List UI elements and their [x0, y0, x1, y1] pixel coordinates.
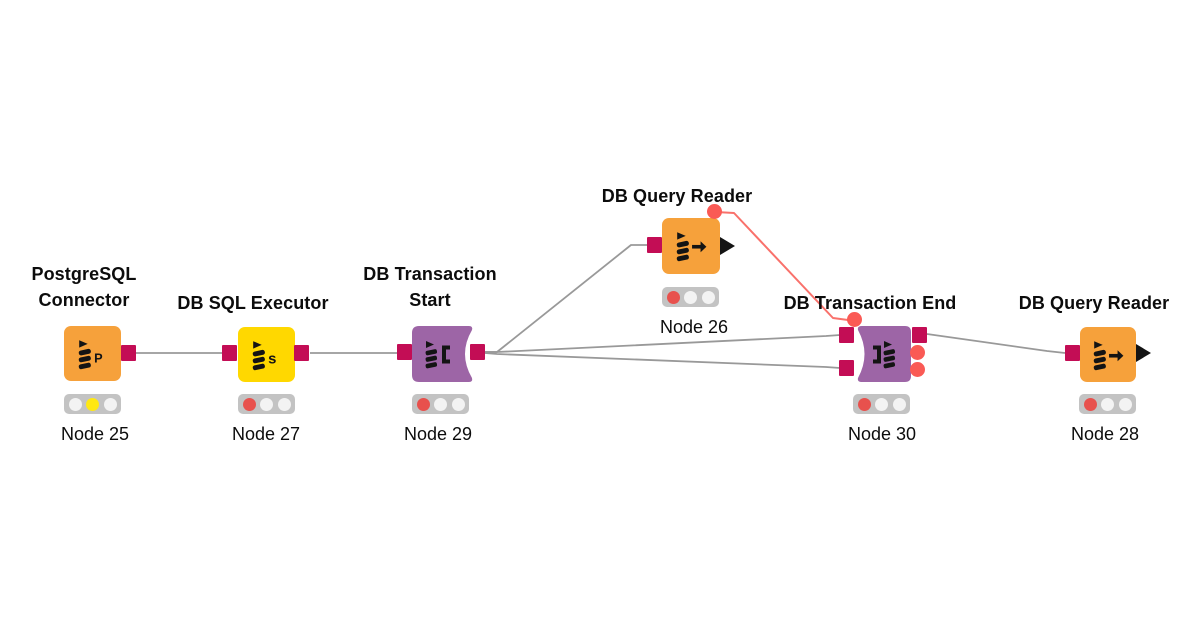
traffic-red-light	[666, 290, 680, 304]
traffic-yellow-light	[434, 397, 447, 411]
traffic-green-light	[451, 397, 465, 411]
database-arrow-icon	[1093, 340, 1124, 370]
database-s-icon: s	[252, 340, 276, 370]
node-28-input-port[interactable]	[1065, 345, 1080, 361]
traffic-yellow-light	[875, 397, 888, 411]
node-25-traffic-light	[64, 394, 121, 414]
node-26-flow-variable-port[interactable]	[707, 204, 722, 219]
node-30-body[interactable]	[846, 325, 912, 383]
node-27-input-port[interactable]	[222, 345, 237, 361]
traffic-red-light	[416, 397, 430, 411]
node-29-input-port[interactable]	[397, 344, 412, 360]
traffic-green-light	[277, 397, 291, 411]
node-28-body[interactable]	[1080, 327, 1136, 382]
traffic-red-light	[242, 397, 256, 411]
node-25-label: Node 25	[60, 424, 130, 444]
traffic-green-light	[103, 397, 117, 411]
bracket-close-database-icon	[873, 341, 896, 369]
node-30-label: Node 30	[847, 424, 917, 444]
node-26-label: Node 26	[659, 317, 729, 337]
node-27-label: Node 27	[231, 424, 301, 444]
traffic-green-light	[701, 290, 715, 304]
node-30-title: DB Transaction End	[783, 293, 957, 313]
node-28-traffic-light	[1079, 394, 1136, 414]
node-29-output-port[interactable]	[470, 344, 485, 360]
node-28-label: Node 28	[1070, 424, 1140, 444]
traffic-red-light	[68, 397, 82, 411]
svg-text:s: s	[268, 351, 276, 367]
traffic-yellow-light	[1101, 397, 1114, 411]
database-arrow-icon	[676, 232, 707, 262]
database-p-icon: P	[78, 339, 103, 369]
traffic-yellow-light	[684, 290, 697, 304]
node-30-input-port-top[interactable]	[839, 327, 854, 343]
node-29-body[interactable]	[412, 326, 474, 382]
svg-text:P: P	[94, 350, 103, 365]
traffic-green-light	[892, 397, 906, 411]
node-25-output-port[interactable]	[121, 345, 136, 361]
traffic-red-light	[857, 397, 871, 411]
node-30-output-port[interactable]	[912, 327, 927, 343]
node-26-input-port[interactable]	[647, 237, 662, 253]
connection-node26-node30-flowvar[interactable]	[715, 211, 849, 321]
node-28-title: DB Query Reader	[1018, 293, 1170, 313]
database-bracket-open-icon	[425, 341, 450, 369]
traffic-green-light	[1118, 397, 1132, 411]
node-25-body[interactable]: P	[64, 326, 121, 381]
node-27-traffic-light	[238, 394, 295, 414]
node-30-flow-variable-input-port[interactable]	[847, 312, 862, 327]
connection-node29-node30-top[interactable]	[485, 334, 841, 353]
node-29-label: Node 29	[403, 424, 473, 444]
node-27-output-port[interactable]	[294, 345, 309, 361]
node-25-title: PostgreSQL Connector	[31, 264, 137, 310]
node-27-title: DB SQL Executor	[177, 293, 329, 313]
node-30-traffic-light	[853, 394, 910, 414]
traffic-yellow-light	[86, 397, 99, 411]
node-26-output-port[interactable]	[720, 237, 735, 255]
connection-node29-node30-bottom[interactable]	[484, 352, 841, 369]
traffic-red-light	[1083, 397, 1097, 411]
node-28-output-port[interactable]	[1136, 344, 1151, 362]
node-26-body[interactable]	[662, 218, 720, 274]
connection-node30-node28[interactable]	[926, 333, 1066, 354]
node-30-flow-variable-output-port-1[interactable]	[910, 345, 925, 360]
node-29-traffic-light	[412, 394, 469, 414]
node-30-input-port-bottom[interactable]	[839, 360, 854, 376]
node-27-body[interactable]: s	[238, 327, 295, 382]
node-29-title: DB Transaction Start	[363, 264, 497, 310]
traffic-yellow-light	[260, 397, 273, 411]
node-30-flow-variable-output-port-2[interactable]	[910, 362, 925, 377]
node-26-traffic-light	[662, 287, 719, 307]
node-26-title: DB Query Reader	[601, 186, 753, 206]
